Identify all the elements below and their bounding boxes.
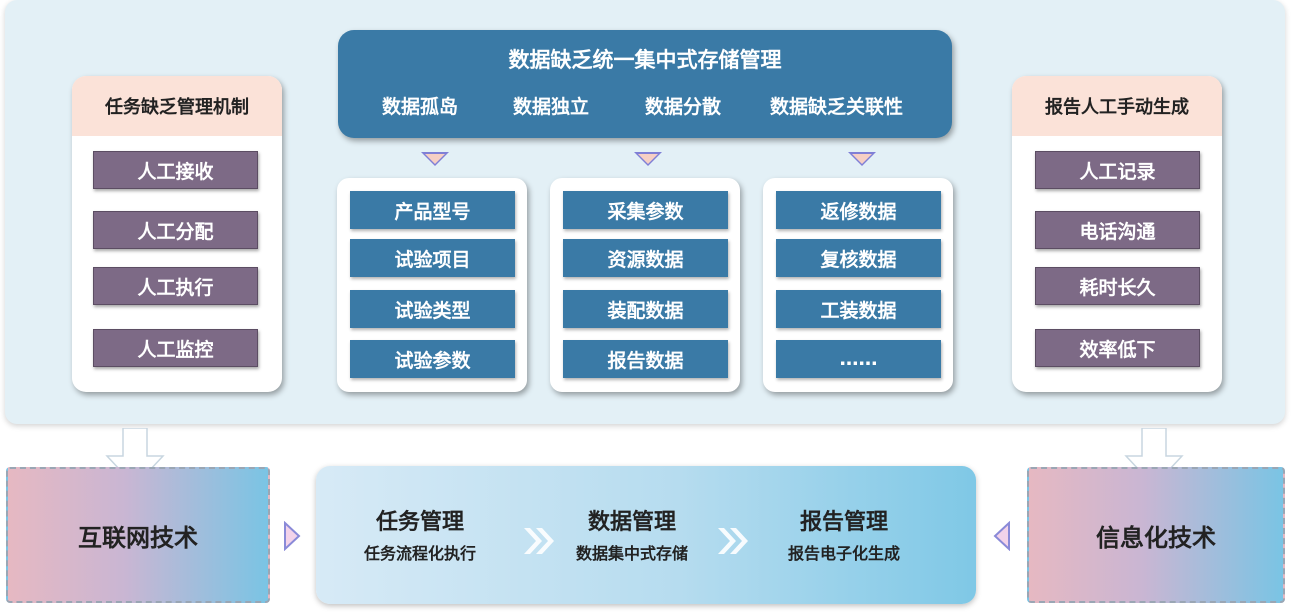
column-2-item-4: 报告数据 — [563, 340, 728, 378]
top-banner: 数据缺乏统一集中式存储管理 数据孤岛 数据独立 数据分散 数据缺乏关联性 — [338, 30, 952, 138]
data-column-2: 采集参数 资源数据 装配数据 报告数据 — [550, 178, 740, 392]
column-2-item-1: 采集参数 — [563, 191, 728, 229]
left-arrow-icon — [993, 521, 1010, 551]
right-item-2: 电话沟通 — [1035, 211, 1200, 249]
banner-item-2: 数据独立 — [513, 96, 590, 118]
column-3-item-3: 工装数据 — [776, 290, 941, 328]
right-arrow-icon — [284, 521, 301, 551]
column-3-item-1: 返修数据 — [776, 191, 941, 229]
down-triangle-icon — [848, 152, 876, 166]
down-triangle-icon — [421, 152, 449, 166]
column-3-item-4: …… — [776, 340, 941, 378]
double-chevron-icon — [524, 528, 554, 554]
banner-item-4: 数据缺乏关联性 — [770, 96, 904, 118]
double-chevron-icon — [718, 528, 748, 554]
banner-item-1: 数据孤岛 — [382, 96, 459, 118]
task-management-title: 任务管理 — [375, 510, 464, 535]
right-card: 报告人工手动生成 人工记录 电话沟通 耗时长久 效率低下 — [1012, 76, 1222, 392]
left-item-2: 人工分配 — [93, 211, 258, 249]
banner-item-3: 数据分散 — [645, 96, 722, 118]
right-card-title: 报告人工手动生成 — [1012, 76, 1222, 136]
data-column-1: 产品型号 试验项目 试验类型 试验参数 — [337, 178, 527, 392]
left-card: 任务缺乏管理机制 人工接收 人工分配 人工执行 人工监控 — [72, 76, 282, 392]
column-3-item-2: 复核数据 — [776, 239, 941, 277]
banner-title: 数据缺乏统一集中式存储管理 — [508, 48, 782, 72]
column-1-item-4: 试验参数 — [350, 340, 515, 378]
internet-tech-box: 互联网技术 — [6, 467, 270, 603]
left-card-title: 任务缺乏管理机制 — [72, 76, 282, 136]
report-management-title: 报告管理 — [799, 510, 888, 535]
right-item-3: 耗时长久 — [1035, 267, 1200, 305]
management-panel: 任务管理 任务流程化执行 数据管理 数据集中式存储 报告管理 报告电子化生成 — [316, 466, 976, 604]
left-item-3: 人工执行 — [93, 267, 258, 305]
column-2-item-3: 装配数据 — [563, 290, 728, 328]
down-triangle-icon — [634, 152, 662, 166]
right-item-1: 人工记录 — [1035, 151, 1200, 189]
column-1-item-3: 试验类型 — [350, 290, 515, 328]
column-1-item-1: 产品型号 — [350, 191, 515, 229]
left-item-4: 人工监控 — [93, 329, 258, 367]
right-item-4: 效率低下 — [1035, 329, 1200, 367]
column-1-item-2: 试验项目 — [350, 239, 515, 277]
left-item-1: 人工接收 — [93, 151, 258, 189]
data-management-title: 数据管理 — [587, 510, 676, 535]
it-tech-box: 信息化技术 — [1027, 467, 1285, 603]
task-management-subtitle: 任务流程化执行 — [363, 544, 476, 563]
data-management-subtitle: 数据集中式存储 — [575, 544, 688, 563]
data-column-3: 返修数据 复核数据 工装数据 …… — [763, 178, 953, 392]
report-management-subtitle: 报告电子化生成 — [787, 544, 900, 563]
column-2-item-2: 资源数据 — [563, 239, 728, 277]
